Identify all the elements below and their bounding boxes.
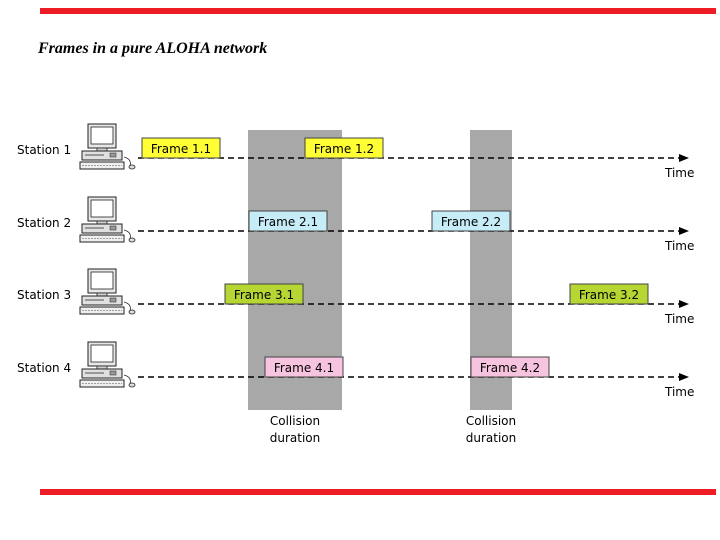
slide-title: Frames in a pure ALOHA network [38,40,268,57]
station-label: Station 4 [17,361,71,375]
frame-box: Frame 3.1 [224,283,304,305]
computer-icon [79,341,136,388]
collision-label-line2: duration [466,431,517,445]
frame-label: Frame 4.1 [274,361,334,375]
top-accent-bar [40,8,716,14]
collision-label-line1: Collision [466,414,516,428]
frame-label: Frame 3.2 [579,288,639,302]
frame-box: Frame 2.1 [248,210,328,232]
station-row-3: Station 3 Time Frame 3.1 Frame 3.2 [17,268,694,326]
time-label: Time [664,385,694,399]
frame-label: Frame 3.1 [234,288,294,302]
time-label: Time [664,312,694,326]
frame-label: Frame 4.2 [480,361,540,375]
frame-box: Frame 1.1 [141,137,221,159]
collision-label-2: Collision duration [466,414,517,445]
frame-box: Frame 4.2 [470,356,550,378]
station-label: Station 1 [17,143,71,157]
frame-label: Frame 2.2 [441,215,501,229]
station-row-4: Station 4 Time Frame 4.1 Frame 4.2 [17,341,694,399]
station-row-1: Station 1 Time Frame 1.1 Frame 1.2 [17,123,694,180]
station-label: Station 3 [17,288,71,302]
frame-box: Frame 3.2 [569,283,649,305]
computer-icon [79,196,136,243]
collision-label-line2: duration [270,431,321,445]
time-label: Time [664,166,694,180]
frame-label: Frame 1.2 [314,142,374,156]
computer-icon [79,123,136,170]
frame-box: Frame 4.1 [264,356,344,378]
frame-label: Frame 1.1 [151,142,211,156]
bottom-accent-bar [40,489,716,495]
time-label: Time [664,239,694,253]
collision-label-line1: Collision [270,414,320,428]
station-row-2: Station 2 Time Frame 2.1 Frame 2.2 [17,196,694,253]
frame-label: Frame 2.1 [258,215,318,229]
frame-box: Frame 2.2 [431,210,511,232]
collision-label-1: Collision duration [270,414,321,445]
station-label: Station 2 [17,216,71,230]
frame-box: Frame 1.2 [304,137,384,159]
computer-icon [79,268,136,315]
